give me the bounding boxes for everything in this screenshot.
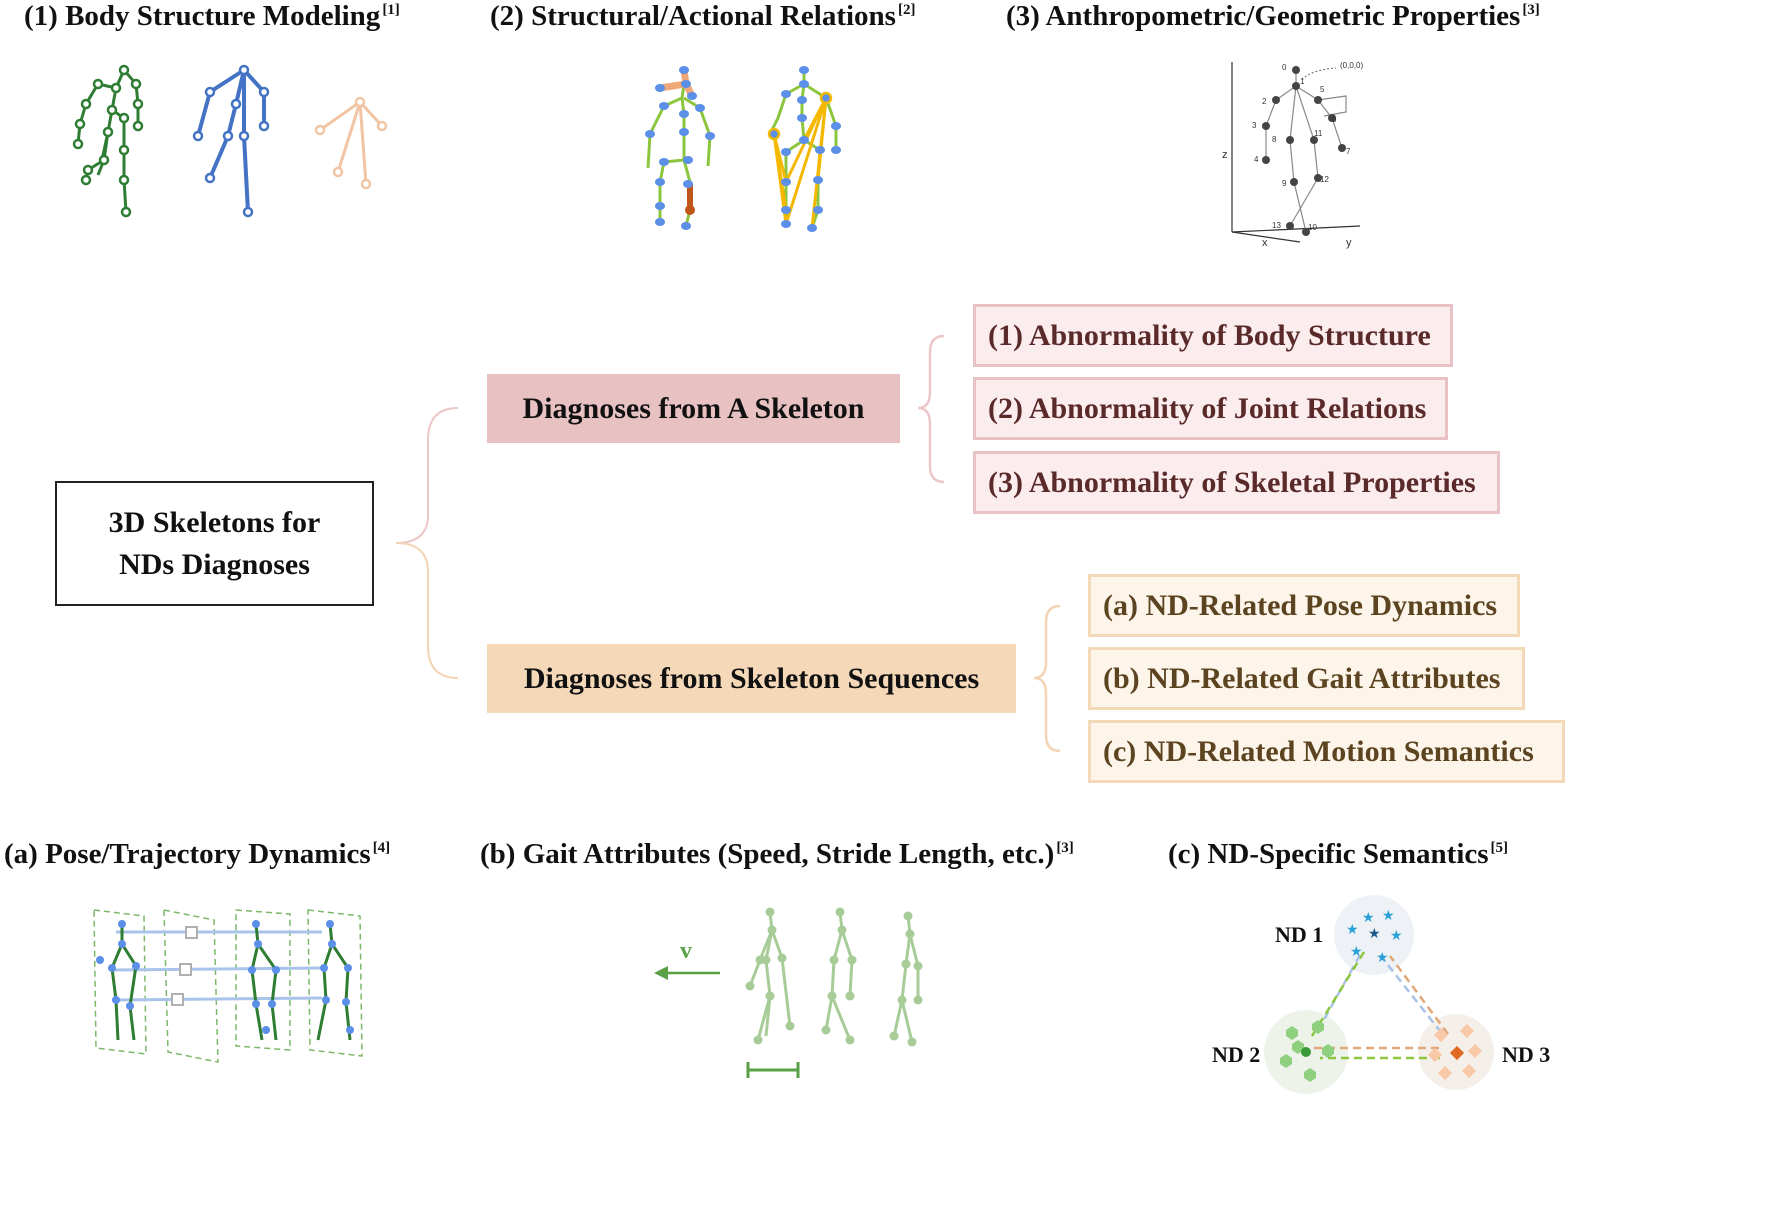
sequence-branch-brace [1033, 604, 1061, 753]
nd-links [1310, 951, 1450, 1060]
nd3-points [1427, 1023, 1483, 1081]
root-brace-lower [395, 542, 459, 679]
panel-title-structural-relations: (2) Structural/Actional Relations[2] [490, 0, 916, 32]
stride-length-marker [746, 1062, 800, 1078]
svg-text:★: ★ [1382, 908, 1395, 924]
joint-label-12: 12 [1320, 175, 1329, 184]
joint-label-10: 10 [1308, 223, 1317, 232]
nd3-label: ND 3 [1502, 1042, 1550, 1067]
trajectory-nodes [171, 926, 198, 1006]
nd2-center [1301, 1047, 1311, 1057]
root-node: 3D Skeletons for NDs Diagnoses [55, 481, 374, 606]
joint-label-4: 4 [1254, 155, 1259, 164]
velocity-arrow [654, 966, 720, 980]
panel-title-gait-attributes: (b) Gait Attributes (Speed, Stride Lengt… [480, 838, 1074, 870]
leaf-joint-relations: (2) Abnormality of Joint Relations [973, 377, 1448, 440]
panel-title-pose-dynamics: (a) Pose/Trajectory Dynamics[4] [4, 838, 391, 870]
branch-sequence-node: Diagnoses from Skeleton Sequences [487, 644, 1016, 713]
joint-label-11: 11 [1314, 129, 1323, 138]
velocity-label: v [680, 938, 692, 964]
dynamics-joints [96, 920, 354, 1034]
axes [1231, 62, 1361, 243]
joint-label-9: 9 [1282, 179, 1287, 188]
joint-label-5: 5 [1320, 85, 1325, 94]
joint-label-1: 1 [1300, 77, 1305, 86]
branch-skeleton-node: Diagnoses from A Skeleton [487, 374, 900, 443]
green-skeleton-joints [72, 64, 144, 218]
joint-label-13: 13 [1272, 221, 1281, 230]
trajectory-arrows [111, 930, 323, 1002]
origin-pointer [1301, 67, 1337, 81]
gait-joints [745, 907, 923, 1047]
svg-text:★: ★ [1390, 928, 1403, 944]
root-node-line1: 3D Skeletons for [108, 505, 321, 539]
nd2-points [1280, 1020, 1334, 1082]
relation-skeleton-left-joints [645, 66, 715, 230]
svg-text:★: ★ [1376, 950, 1389, 966]
relation-skeleton-right-joints [781, 66, 841, 232]
nd3-center [1449, 1045, 1465, 1061]
blue-skeleton-joints [192, 64, 270, 218]
svg-text:★: ★ [1362, 910, 1375, 926]
joint-label-2: 2 [1262, 97, 1267, 106]
joint-label-6: 6 [1332, 115, 1337, 124]
root-brace-upper [395, 407, 459, 544]
joint-label-7: 7 [1346, 147, 1351, 156]
panel-title-body-structure: (1) Body Structure Modeling[1] [24, 0, 400, 32]
leaf-pose-dynamics: (a) ND-Related Pose Dynamics [1088, 574, 1520, 637]
nd1-points: ★★★★ ★★★ [1346, 908, 1403, 966]
svg-text:★: ★ [1350, 944, 1363, 960]
relation-skeleton-left-knee-highlight [685, 205, 695, 215]
joint-label-0: 0 [1282, 63, 1287, 72]
axis-x-label: x [1262, 237, 1268, 249]
peach-skeleton [319, 100, 384, 185]
frame-planes [93, 909, 363, 1063]
panel-title-anthropometric: (3) Anthropometric/Geometric Properties[… [1006, 0, 1540, 32]
svg-text:★: ★ [1368, 926, 1381, 942]
relation-joint-highlight-shoulder [819, 91, 833, 105]
nd2-label: ND 2 [1212, 1042, 1260, 1067]
joint-label-8: 8 [1272, 135, 1277, 144]
panel-title-nd-semantics: (c) ND-Specific Semantics[5] [1168, 838, 1509, 870]
skeleton-joints [1262, 66, 1346, 236]
leaf-gait-attributes: (b) ND-Related Gait Attributes [1088, 647, 1525, 710]
nd1-cluster-bg [1334, 895, 1414, 975]
relation-joint-highlight-hand [767, 127, 781, 141]
peach-skeleton-joints [314, 96, 388, 190]
svg-text:★: ★ [1346, 922, 1359, 938]
root-node-line2: NDs Diagnoses [119, 547, 310, 581]
skeleton-branch-brace [917, 334, 945, 484]
coord-origin-label: (0,0,0) [1340, 61, 1363, 70]
joint-label-3: 3 [1252, 121, 1257, 130]
axis-z-label: z [1222, 149, 1228, 161]
axis-y-label: y [1346, 237, 1352, 249]
leaf-body-structure: (1) Abnormality of Body Structure [973, 304, 1453, 367]
leaf-skeletal-properties: (3) Abnormality of Skeletal Properties [973, 451, 1500, 514]
nd1-label: ND 1 [1275, 922, 1323, 947]
leaf-motion-semantics: (c) ND-Related Motion Semantics [1088, 720, 1565, 783]
